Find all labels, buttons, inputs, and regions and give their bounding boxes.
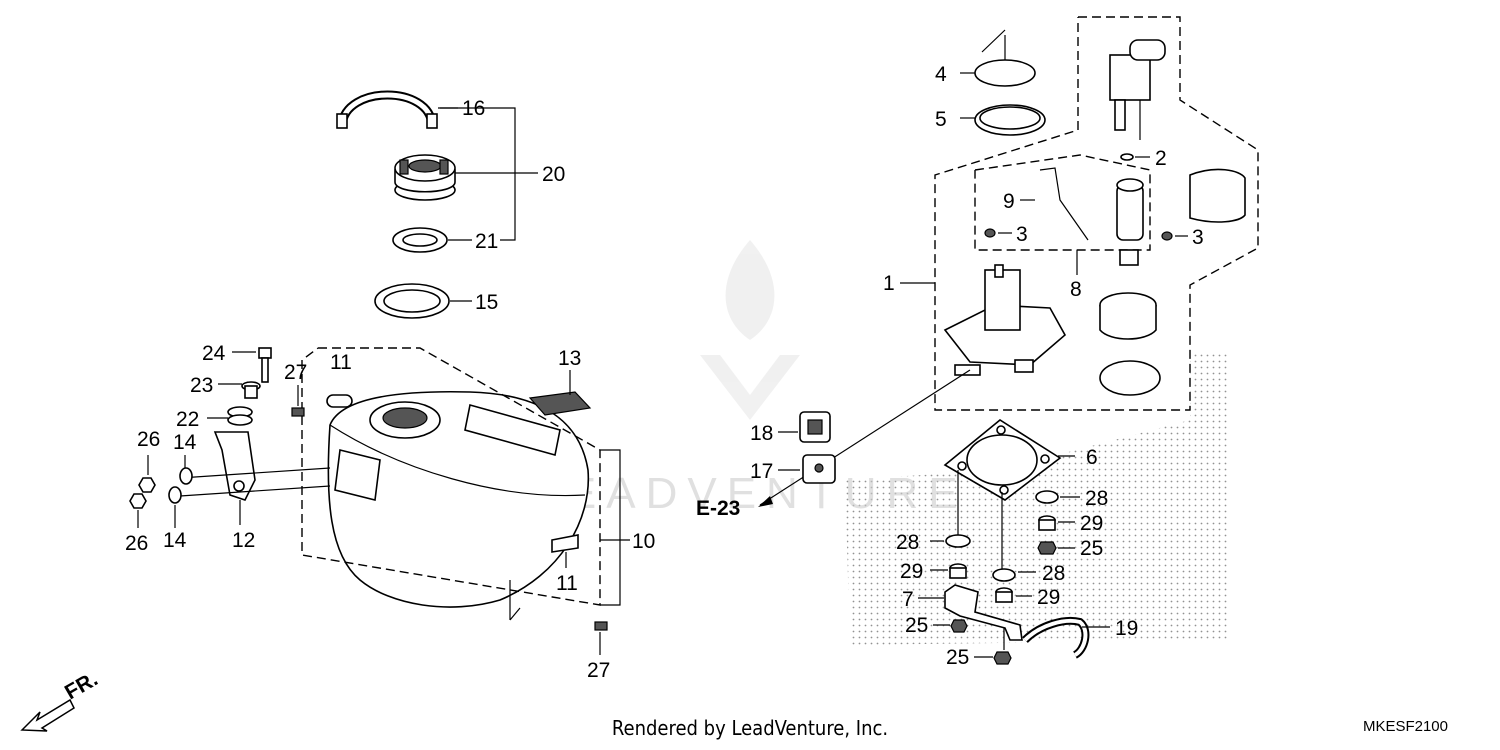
callout-29-right: 29: [1080, 512, 1103, 535]
pump-base-1: [943, 264, 1067, 376]
rubber-11-bottom: [551, 534, 579, 553]
filter-housing: [1189, 168, 1246, 223]
footer-credit: Rendered by LeadVenture, Inc.: [611, 716, 889, 740]
rubber-11-top: [326, 394, 353, 408]
nut-26-top: [138, 477, 156, 493]
collar-29-right: [1038, 515, 1056, 531]
e23-arrow: [758, 496, 773, 507]
bracket-12: [213, 431, 256, 501]
callout-3-left: 3: [1016, 223, 1028, 246]
washer-28-left: [945, 534, 971, 548]
callout-13: 13: [558, 347, 581, 370]
collar-29-mid: [995, 587, 1013, 603]
front-direction-arrow: [20, 698, 75, 732]
nut-25-right: [1037, 541, 1057, 555]
callout-28-left: 28: [896, 531, 919, 554]
nut-26-bottom: [129, 493, 147, 509]
washer-28-mid: [992, 568, 1016, 582]
callout-28-right: 28: [1085, 487, 1108, 510]
callout-2: 2: [1155, 147, 1167, 170]
callout-27-top: 27: [284, 361, 307, 384]
callout-14-top: 14: [173, 431, 197, 454]
callout-16: 16: [462, 97, 485, 120]
callout-18: 18: [750, 422, 773, 445]
callout-20: 20: [542, 163, 565, 186]
callout-7: 7: [902, 588, 914, 611]
bracket-7: [944, 584, 1023, 641]
bracket-13: [528, 391, 592, 416]
clamp-17: [802, 454, 836, 484]
callout-8: 8: [1070, 278, 1082, 301]
breather-tube: [337, 90, 437, 126]
o-ring-2: [1120, 153, 1134, 161]
callout-10: 10: [632, 530, 655, 553]
callout-4: 4: [935, 63, 947, 86]
clip-27-top: [291, 407, 305, 417]
washer-28-right: [1035, 490, 1059, 504]
callout-11-top: 11: [330, 351, 352, 374]
watermark-text: LEADVENTURE: [532, 469, 967, 518]
gasket-6: [943, 419, 1062, 501]
grommet-22: [227, 406, 253, 426]
callout-26-bottom: 26: [125, 532, 148, 555]
clip-9: [1039, 167, 1089, 241]
callout-1: 1: [883, 272, 895, 295]
callout-25-bottom: 25: [946, 646, 969, 669]
callout-26-top: 26: [137, 428, 160, 451]
washer-14-bottom: [168, 486, 182, 504]
callout-17: 17: [750, 460, 773, 483]
clamp-18: [799, 411, 831, 443]
o-ring-3-right: [1161, 231, 1173, 241]
callout-3-right: 3: [1192, 226, 1204, 249]
callout-29-left: 29: [900, 560, 923, 583]
collar-23: [241, 381, 261, 399]
diagram-code: MKESF2100: [1362, 718, 1448, 735]
clip-27-bottom: [594, 621, 608, 631]
tube-end-left: [336, 113, 348, 129]
callout-9: 9: [1003, 190, 1015, 213]
fuel-pump: [1116, 178, 1144, 266]
lock-ring-5: [974, 104, 1046, 136]
collar-29-left: [949, 563, 967, 579]
callout-25-right: 25: [1080, 537, 1103, 560]
callout-14-bottom: 14: [163, 529, 187, 552]
fuel-tank: [327, 390, 590, 608]
callout-23: 23: [190, 374, 213, 397]
watermark-logo: [700, 240, 800, 420]
strainer-cover: [1099, 292, 1157, 340]
callout-12: 12: [232, 529, 255, 552]
fuel-cap: [394, 154, 456, 201]
callout-27-bottom: 27: [587, 659, 610, 682]
bolt-24: [258, 347, 272, 383]
callout-21: 21: [475, 230, 498, 253]
callout-24: 24: [202, 342, 226, 365]
direction-label: FR.: [61, 667, 102, 704]
callout-22: 22: [176, 408, 199, 431]
washer-14-top: [179, 467, 193, 485]
o-ring-4: [974, 59, 1036, 87]
callout-28-mid: 28: [1042, 562, 1065, 585]
callout-5: 5: [935, 108, 947, 131]
o-ring-3-left: [984, 228, 996, 238]
tank-gasket-15: [374, 283, 450, 319]
callout-6: 6: [1086, 446, 1098, 469]
callout-29-mid: 29: [1037, 586, 1060, 609]
gasket-ring: [1099, 360, 1161, 396]
callout-19: 19: [1115, 617, 1138, 640]
callout-25-bottom-left: 25: [905, 614, 928, 637]
nut-25-bottom-left: [950, 619, 968, 633]
callout-15: 15: [475, 291, 498, 314]
reference-e23: E-23: [696, 497, 740, 520]
nut-25-bottom: [993, 651, 1012, 665]
callout-11-bottom: 11: [556, 572, 578, 595]
cap-gasket-21: [392, 227, 448, 253]
tube-end-right: [426, 113, 438, 129]
pressure-regulator: [1109, 39, 1166, 140]
